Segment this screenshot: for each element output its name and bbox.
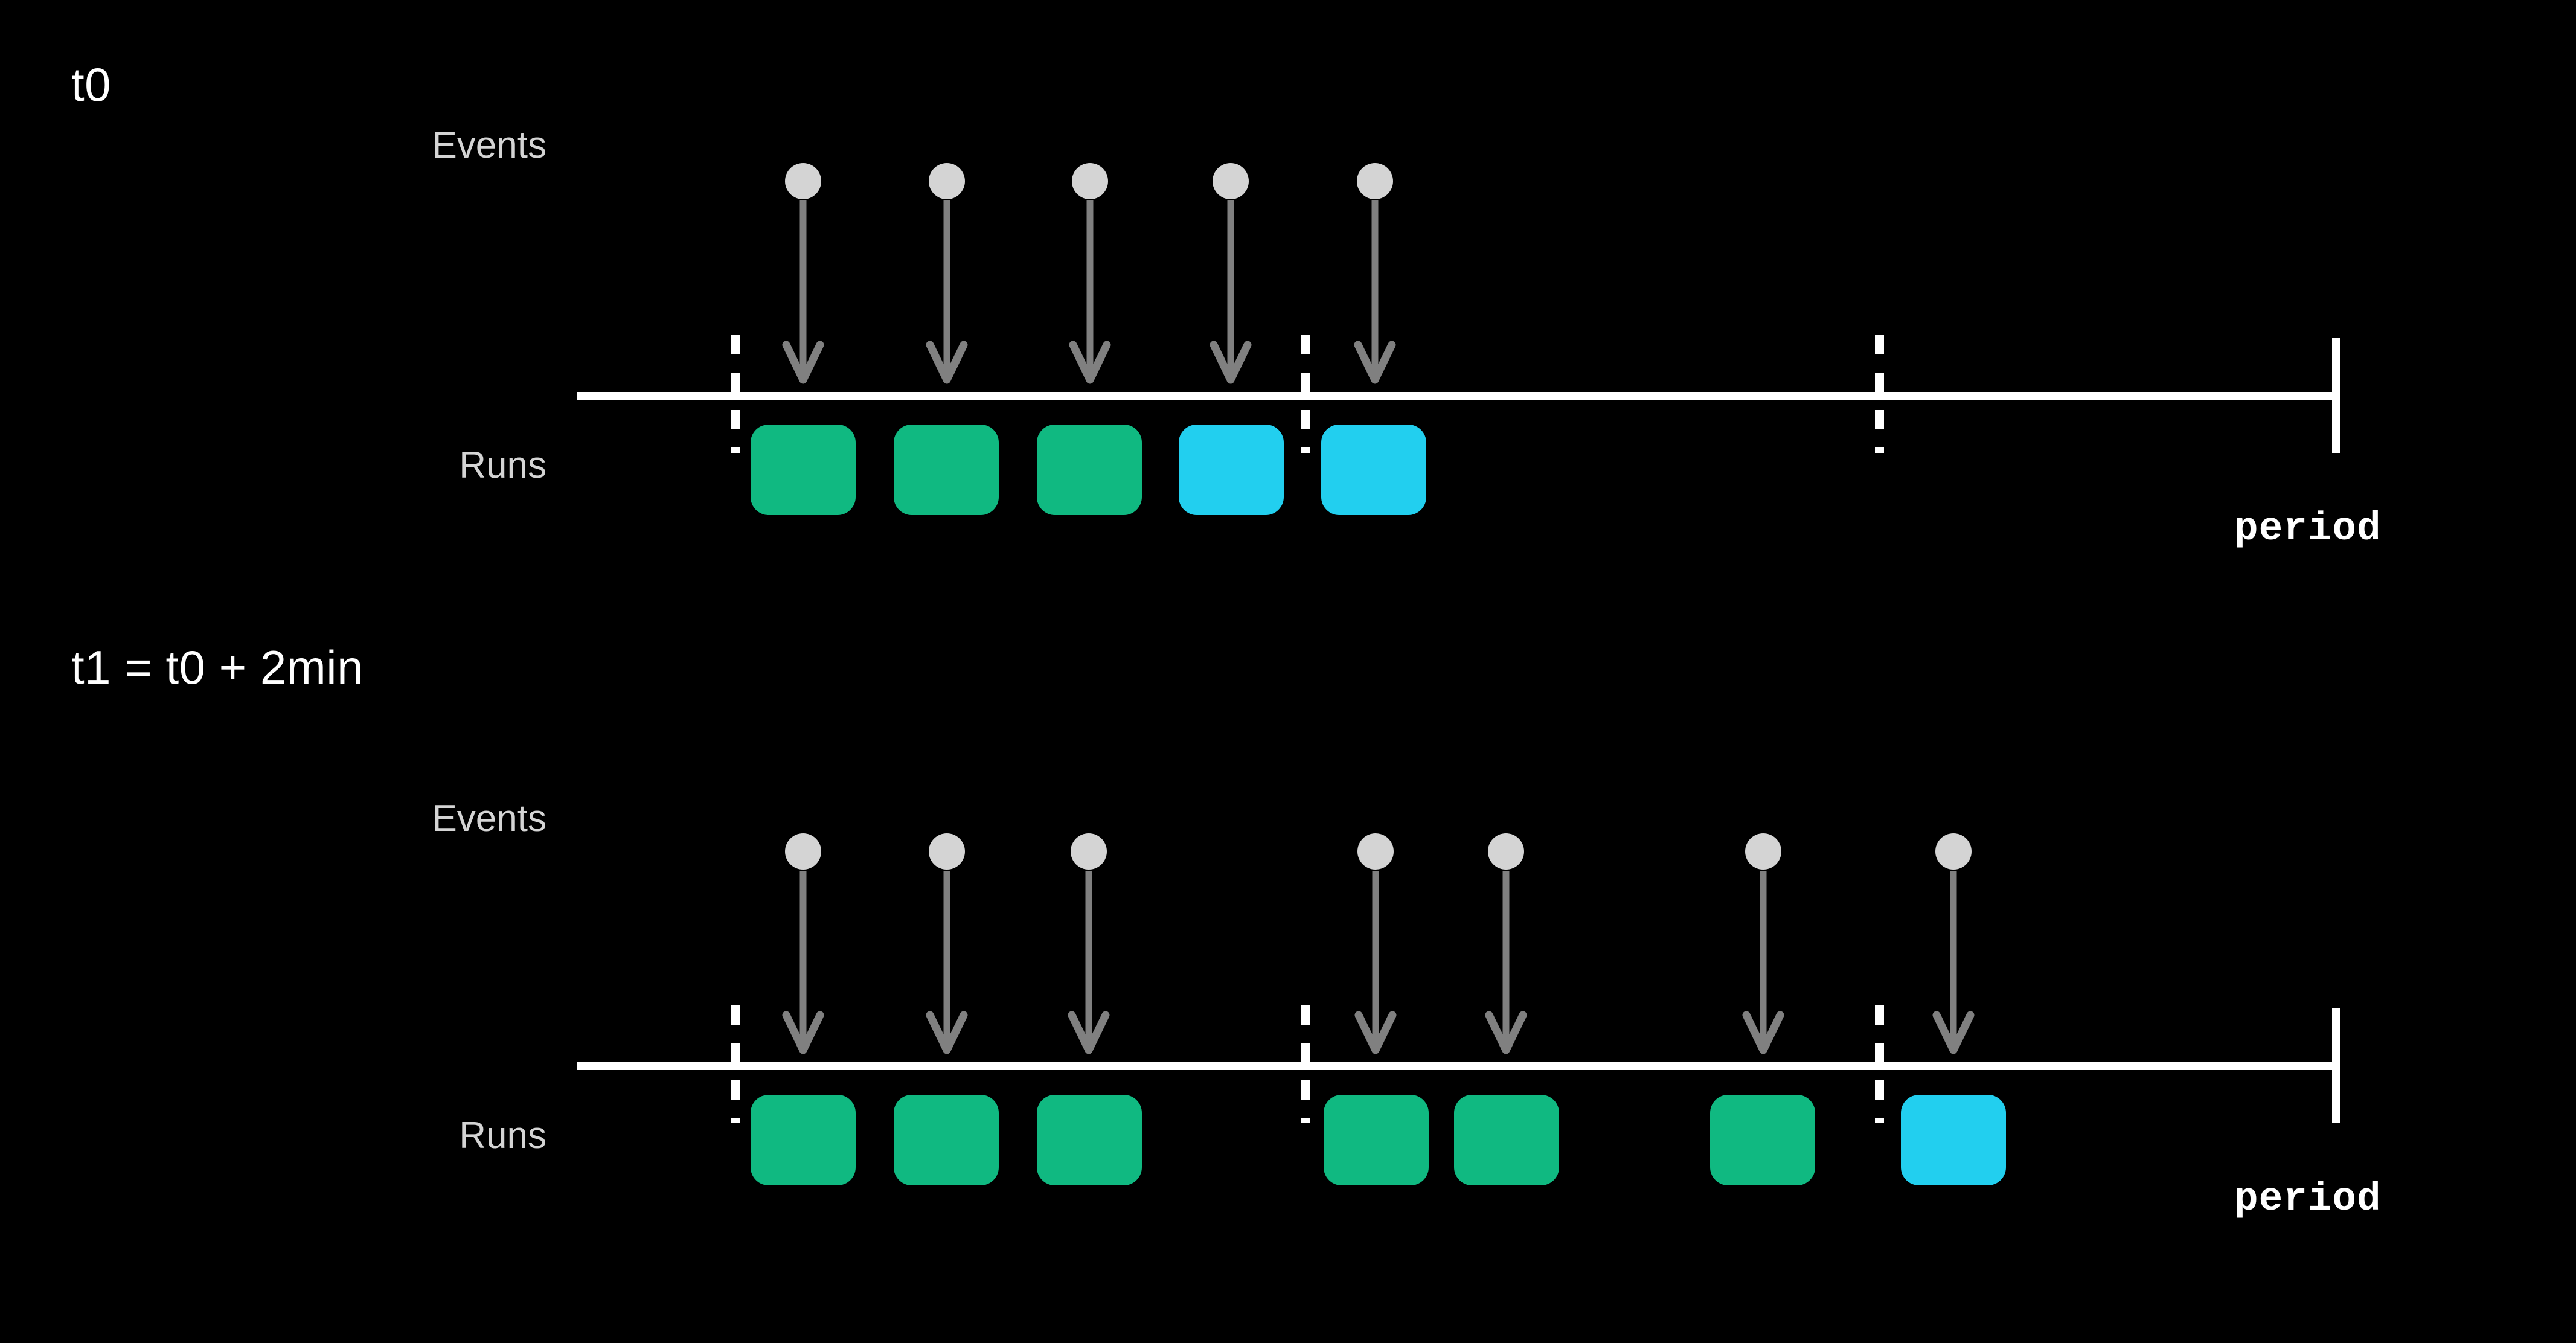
run-box-t1-4[interactable]	[1454, 1095, 1559, 1185]
events-row-label-t1: Events	[432, 798, 546, 839]
run-box-t1-1[interactable]	[894, 1095, 999, 1185]
run-box-t1-2[interactable]	[1037, 1095, 1142, 1185]
events-row-label-t0: Events	[432, 124, 546, 166]
section-title-t1: t1 = t0 + 2min	[71, 641, 364, 694]
run-box-t0-2[interactable]	[1037, 425, 1142, 515]
period-divider-t0-1	[1301, 335, 1310, 453]
event-arrow-t1-6	[1932, 871, 1975, 1054]
period-divider-t1-2	[1875, 1005, 1884, 1123]
runs-row-label-t1: Runs	[459, 1115, 546, 1156]
event-arrow-t0-2	[1069, 200, 1111, 384]
event-dot-t1-6	[1935, 833, 1972, 870]
event-arrow-t1-0	[782, 871, 824, 1054]
period-label-t0: period	[2234, 506, 2382, 551]
event-dot-t1-0	[785, 833, 821, 870]
timeline-axis-t1	[577, 1062, 2340, 1070]
event-dot-t1-1	[929, 833, 965, 870]
event-arrow-t0-3	[1210, 200, 1252, 384]
run-box-t0-0[interactable]	[751, 425, 856, 515]
period-label-t1: period	[2234, 1176, 2382, 1222]
event-arrow-t0-1	[926, 200, 968, 384]
event-dot-t1-3	[1357, 833, 1394, 870]
period-divider-t1-0	[731, 1005, 740, 1123]
event-arrow-t0-4	[1354, 200, 1396, 384]
event-arrow-t0-0	[782, 200, 824, 384]
event-arrow-t1-1	[926, 871, 968, 1054]
run-box-t1-6[interactable]	[1901, 1095, 2006, 1185]
timeline-axis-t0	[577, 392, 2340, 400]
event-dot-t0-1	[929, 163, 965, 199]
event-dot-t0-0	[785, 163, 821, 199]
event-dot-t0-3	[1213, 163, 1249, 199]
event-dot-t1-2	[1071, 833, 1107, 870]
event-dot-t0-4	[1357, 163, 1393, 199]
run-box-t0-1[interactable]	[894, 425, 999, 515]
event-dot-t1-5	[1745, 833, 1781, 870]
run-box-t0-4[interactable]	[1321, 425, 1426, 515]
event-dot-t1-4	[1488, 833, 1524, 870]
period-divider-t0-0	[731, 335, 740, 453]
period-divider-t0-2	[1875, 335, 1884, 453]
event-arrow-t1-3	[1354, 871, 1397, 1054]
run-box-t0-3[interactable]	[1179, 425, 1284, 515]
runs-row-label-t0: Runs	[459, 444, 546, 486]
run-box-t1-3[interactable]	[1324, 1095, 1429, 1185]
section-title-t0: t0	[71, 58, 112, 111]
event-arrow-t1-4	[1485, 871, 1527, 1054]
period-divider-t1-1	[1301, 1005, 1310, 1123]
run-box-t1-5[interactable]	[1710, 1095, 1815, 1185]
event-arrow-t1-2	[1068, 871, 1110, 1054]
run-box-t1-0[interactable]	[751, 1095, 856, 1185]
timeline-end-tick-t1	[2332, 1008, 2340, 1123]
event-arrow-t1-5	[1742, 871, 1784, 1054]
timeline-end-tick-t0	[2332, 338, 2340, 453]
event-dot-t0-2	[1072, 163, 1108, 199]
